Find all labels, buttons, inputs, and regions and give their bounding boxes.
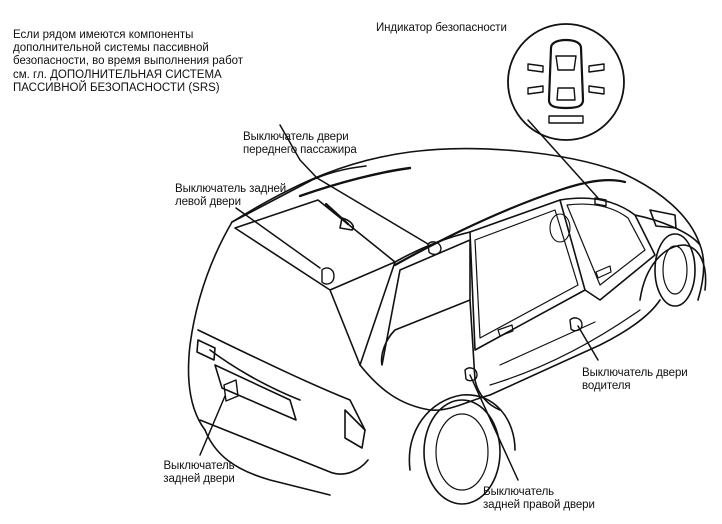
label-security-indicator: Индикатор безопасности — [376, 22, 507, 34]
indicator-marker — [594, 197, 607, 207]
srs-warning-note: Если рядом имеются компоненты дополнител… — [13, 29, 244, 94]
front-passenger-door-switch-marker — [427, 241, 442, 256]
driver-door-switch-marker — [569, 317, 583, 332]
label-front-passenger-door-switch: Выключатель двери переднего пассажира — [243, 131, 357, 156]
security-indicator-inset — [507, 23, 625, 141]
rear-right-door-switch-marker — [464, 367, 478, 382]
rear-left-door-switch-marker — [321, 267, 335, 285]
label-tailgate-switch: Выключатель задней двери — [163, 460, 235, 485]
label-driver-door-switch: Выключатель двери водителя — [582, 367, 688, 392]
leader-lines — [199, 119, 599, 481]
car-body — [187, 147, 707, 505]
label-rear-right-door-switch: Выключатель задней правой двери — [483, 486, 595, 511]
label-rear-left-door-switch: Выключатель задней левой двери — [175, 183, 287, 208]
